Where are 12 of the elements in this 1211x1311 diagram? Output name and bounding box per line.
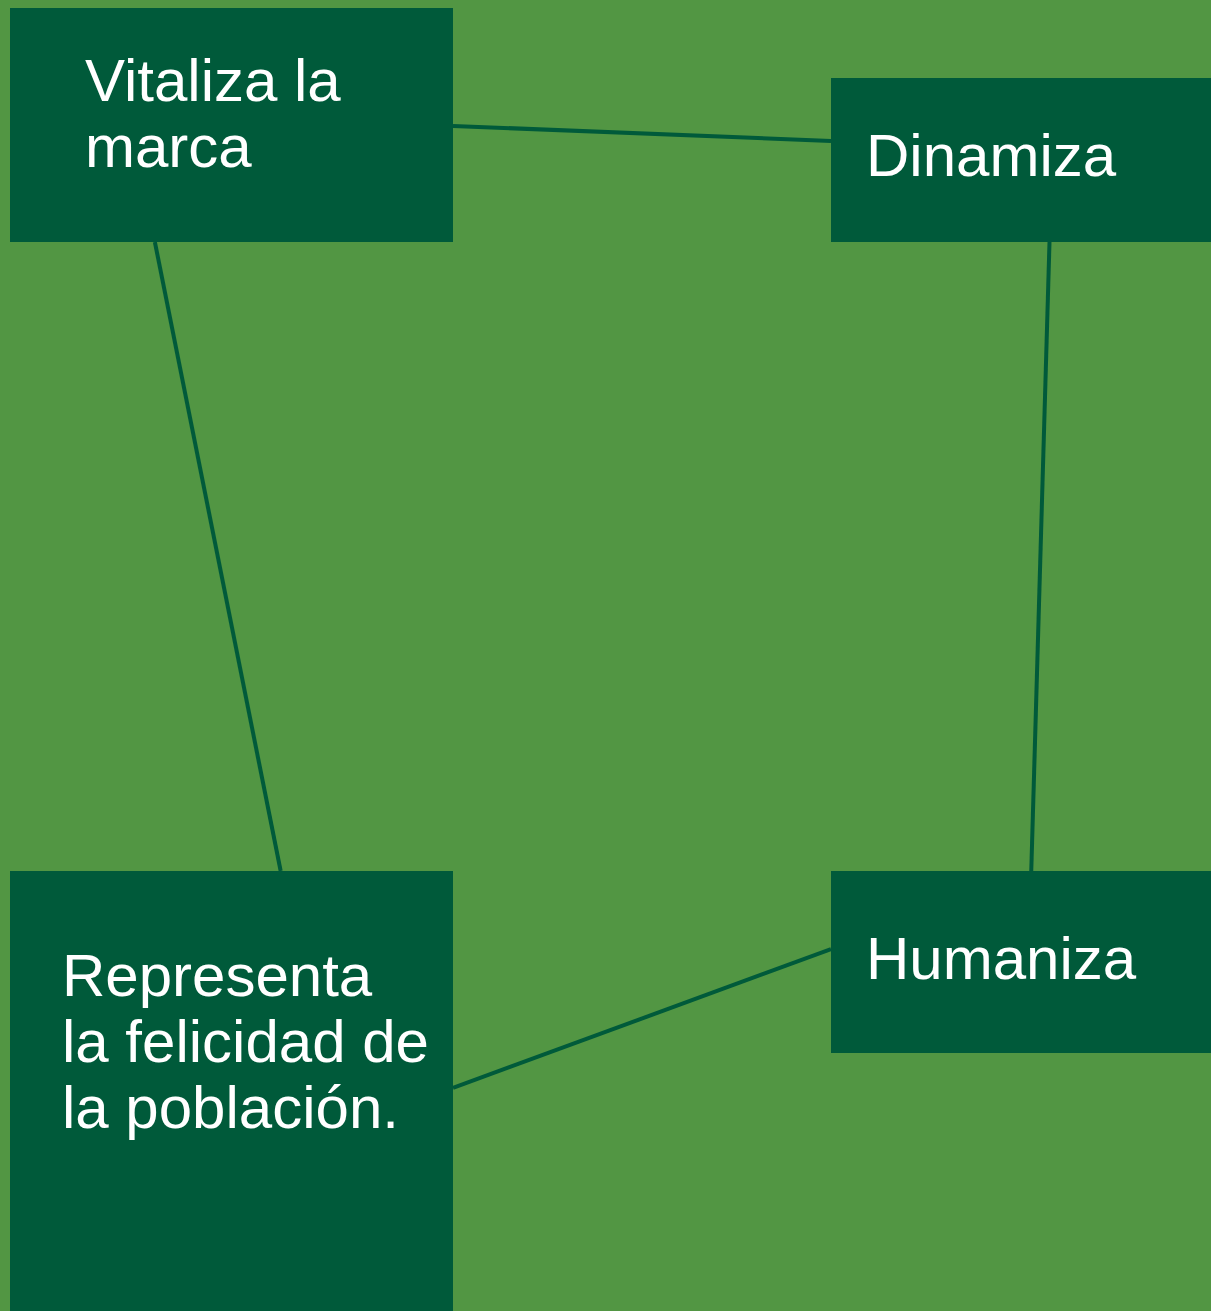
text-box — [10, 8, 453, 242]
text-box — [831, 78, 1211, 242]
box-text: Dinamiza — [866, 123, 1118, 189]
connector-line — [452, 947, 832, 1090]
box-text: Representa la felicidad de la población. — [62, 943, 430, 1141]
box-text: Humaniza — [866, 926, 1138, 992]
box-text: Vitaliza la marca — [85, 48, 342, 180]
connector-line — [1029, 241, 1052, 872]
text-box — [831, 871, 1211, 1053]
connector-line — [452, 123, 832, 143]
text-box — [10, 871, 453, 1311]
connector-line — [152, 241, 283, 872]
